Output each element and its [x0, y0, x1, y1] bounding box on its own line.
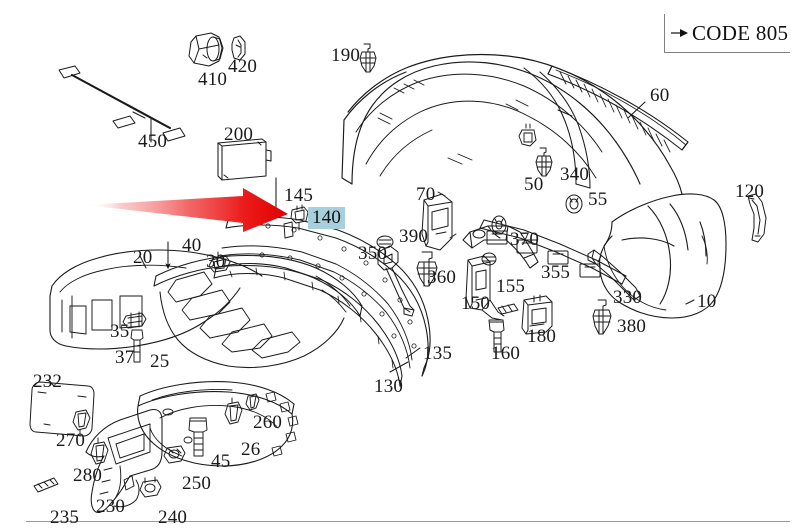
- part-callout-55: 55: [588, 189, 608, 210]
- part-callout-37: 37: [115, 347, 135, 368]
- part-callout-280: 280: [73, 465, 103, 486]
- right-triangle-arrow-icon: [671, 29, 688, 37]
- part-callout-150: 150: [461, 293, 491, 314]
- part-callout-410: 410: [198, 69, 228, 90]
- part-callout-200: 200: [224, 124, 254, 145]
- part-callout-235: 235: [50, 507, 80, 528]
- part-callout-35: 35: [110, 321, 130, 342]
- part-callout-135: 135: [423, 343, 453, 364]
- part-callout-70: 70: [416, 184, 436, 205]
- part-callout-230: 230: [96, 496, 126, 517]
- part-callout-380: 380: [617, 316, 647, 337]
- bottom-divider: [26, 521, 790, 522]
- red-highlight-arrow: [85, 188, 288, 232]
- part-callout-120: 120: [735, 181, 765, 202]
- part-callout-390: 390: [399, 226, 429, 247]
- part-callout-160: 160: [491, 343, 521, 364]
- part-callout-20: 20: [133, 247, 153, 268]
- part-callout-355: 355: [541, 262, 571, 283]
- part-callout-155: 155: [496, 276, 526, 297]
- part-callout-350: 350: [358, 243, 388, 264]
- part-callout-30: 30: [206, 251, 226, 272]
- part-callout-10: 10: [697, 291, 717, 312]
- part-callout-190: 190: [331, 45, 361, 66]
- part-callout-140: 140: [308, 207, 346, 229]
- part-callout-240: 240: [158, 507, 188, 528]
- part-callout-40: 40: [182, 235, 202, 256]
- part-callout-130: 130: [374, 376, 404, 397]
- part-callout-270: 270: [56, 430, 86, 451]
- part-callout-50: 50: [524, 174, 544, 195]
- part-callout-450: 450: [138, 131, 168, 152]
- part-callout-180: 180: [527, 326, 557, 347]
- part-callout-250: 250: [182, 473, 212, 494]
- part-callout-370: 370: [510, 229, 540, 250]
- part-callout-45: 45: [211, 451, 231, 472]
- part-callout-340: 340: [560, 164, 590, 185]
- part-callout-232: 232: [33, 371, 63, 392]
- part-callout-145: 145: [284, 185, 314, 206]
- part-callout-26: 26: [241, 439, 261, 460]
- part-callout-330: 330: [613, 287, 643, 308]
- code-tag-label: CODE 805: [692, 20, 789, 45]
- code-tag: CODE 805: [664, 14, 790, 53]
- part-callout-60: 60: [650, 85, 670, 106]
- part-callout-360: 360: [427, 267, 457, 288]
- part-callout-260: 260: [253, 412, 283, 433]
- part-callout-420: 420: [228, 56, 258, 77]
- part-callout-25: 25: [150, 351, 170, 372]
